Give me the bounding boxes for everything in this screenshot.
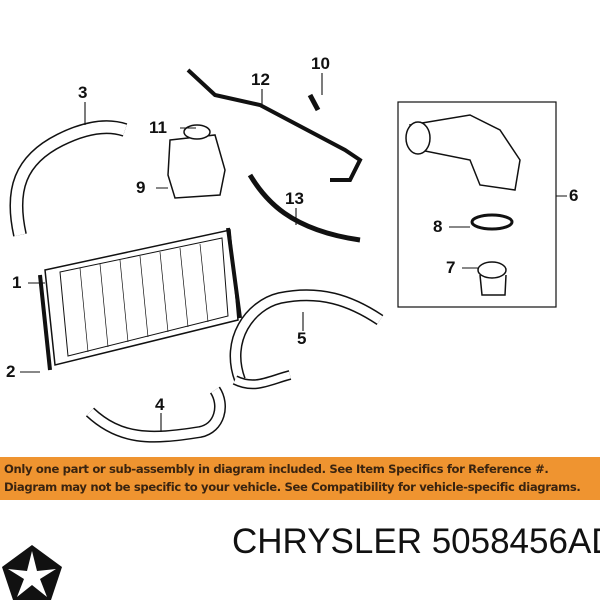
callout-3: 3 (78, 83, 88, 102)
hose-13 (247, 173, 361, 243)
callout-9: 9 (136, 178, 146, 197)
disclaimer-line-2: Diagram may not be specific to your vehi… (4, 480, 581, 494)
callout-11: 11 (149, 118, 167, 137)
pentastar-logo-icon (2, 545, 62, 600)
callout-12: 12 (251, 70, 270, 89)
callout-8: 8 (433, 217, 443, 236)
thermostat-housing-box (397, 101, 557, 308)
coolant-reservoir (167, 134, 226, 199)
radiator (38, 227, 242, 371)
callout-1: 1 (12, 273, 22, 292)
overflow-tube (186, 68, 363, 182)
disclaimer-banner: Only one part or sub-assembly in diagram… (0, 457, 600, 500)
callout-7: 7 (446, 258, 456, 277)
part-number-title: CHRYSLER 5058456AD (232, 522, 600, 561)
disclaimer-line-1: Only one part or sub-assembly in diagram… (4, 462, 549, 476)
upper-hose (9, 120, 128, 237)
parts-diagram (9, 68, 567, 443)
callout-5: 5 (297, 329, 307, 348)
callout-10: 10 (311, 54, 330, 73)
callout-2: 2 (6, 362, 16, 381)
callout-4: 4 (155, 395, 165, 414)
callout-6: 6 (569, 186, 579, 205)
callout-13: 13 (285, 189, 304, 208)
